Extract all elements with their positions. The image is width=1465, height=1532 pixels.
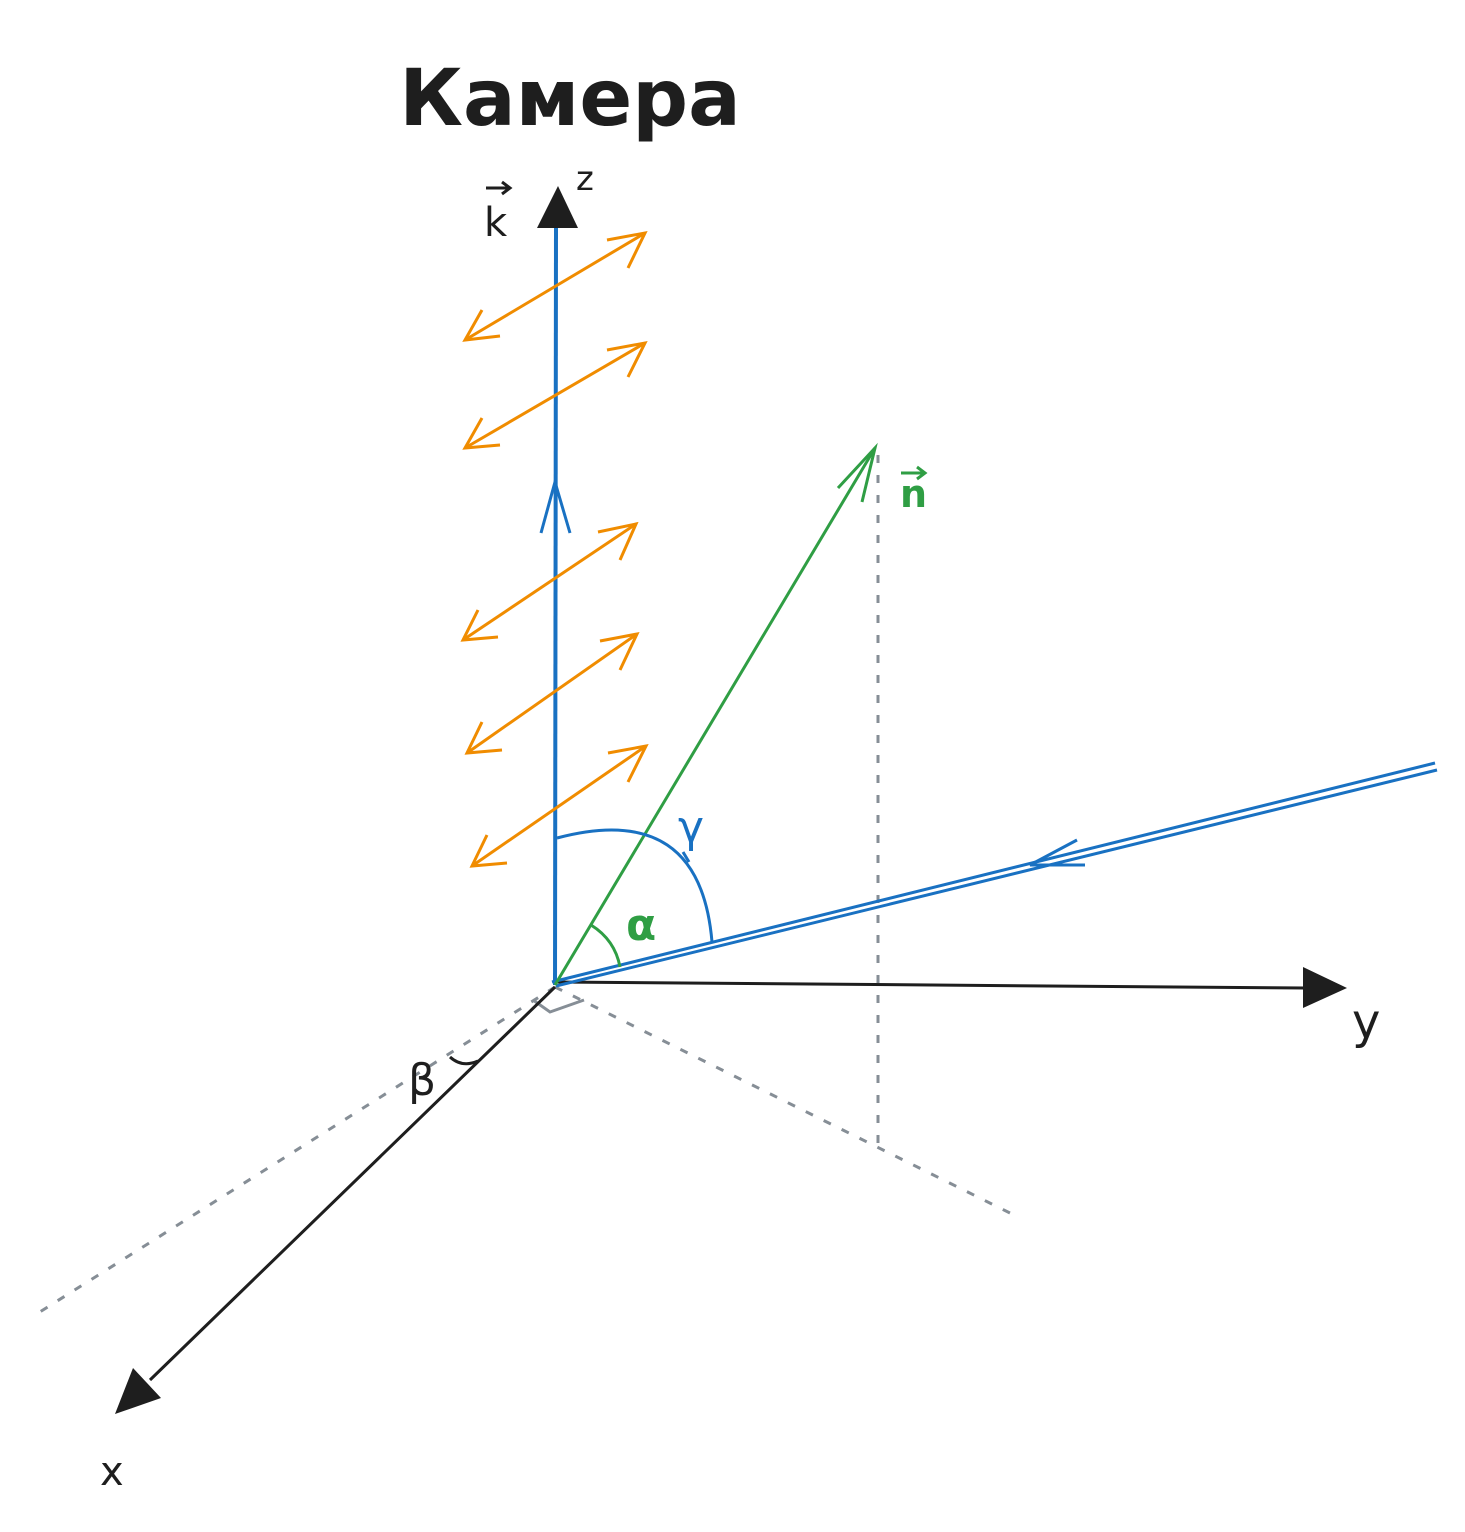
- polarization-arrow: [462, 340, 648, 450]
- polarization-arrow: [469, 743, 649, 868]
- alpha-label: α: [626, 900, 656, 951]
- svg-text:k: k: [484, 200, 508, 246]
- n-vector-overarrow: [901, 465, 928, 481]
- guide-lines: [34, 455, 1021, 1317]
- guide-x-negative: [34, 985, 556, 1317]
- n-vector-label: n: [900, 465, 928, 516]
- y-axis-arrowhead: [1303, 967, 1347, 1008]
- x-axis-arrowhead: [115, 1368, 161, 1414]
- k-vector-label: k: [484, 180, 513, 246]
- z-axis: [537, 186, 578, 986]
- normal-vector-arrowhead: [836, 442, 878, 503]
- normal-vector: [553, 442, 878, 986]
- incident-ray-arrow: [1029, 838, 1085, 867]
- polarization-arrow: [462, 230, 648, 342]
- svg-text:n: n: [900, 472, 927, 516]
- beta-angle-arc: [448, 1055, 479, 1066]
- incident-ray: [551, 761, 1438, 988]
- y-axis: [554, 967, 1347, 1008]
- gamma-angle-arc: [556, 828, 714, 943]
- polarization-arrows: [460, 230, 649, 868]
- gamma-arc-tick: [681, 851, 691, 863]
- y-axis-label: y: [1352, 994, 1380, 1050]
- polarization-arrow: [464, 631, 640, 755]
- k-vector-overarrow: [486, 180, 513, 196]
- alpha-angle-arc: [590, 923, 622, 968]
- z-axis-arrowhead: [537, 186, 578, 228]
- beta-label: β: [408, 1055, 436, 1106]
- gamma-label: γ: [678, 802, 704, 853]
- diagram-title: Камера: [399, 54, 741, 144]
- polarization-arrow: [460, 521, 639, 642]
- x-axis: [115, 985, 557, 1414]
- x-axis-label: x: [100, 1449, 124, 1495]
- z-axis-label: z: [576, 159, 594, 199]
- guide-projection-floor: [554, 985, 1021, 1220]
- k-vector-midpoint-arrow: [539, 476, 572, 534]
